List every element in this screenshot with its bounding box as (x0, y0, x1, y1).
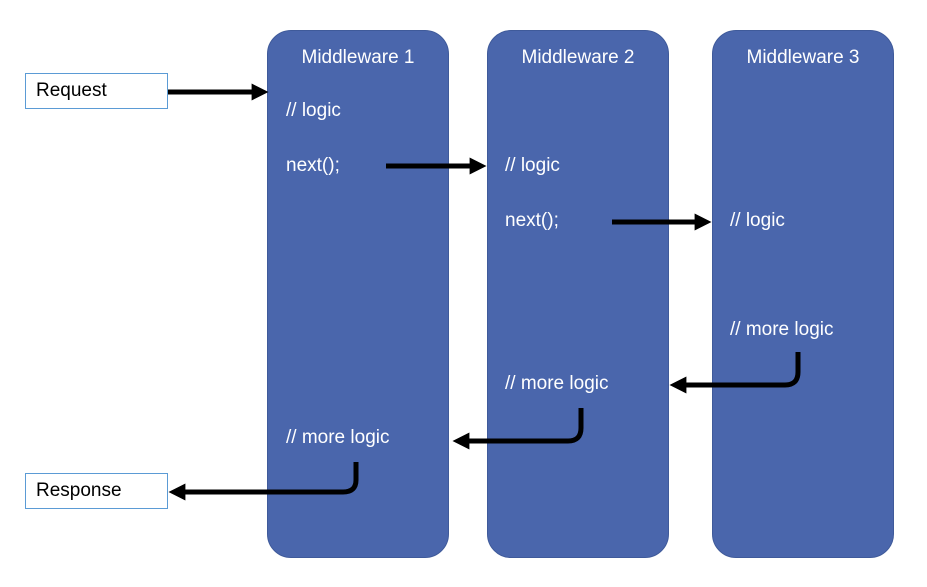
middleware-3-logic: // logic (730, 210, 785, 231)
middleware-2-next: next(); (505, 210, 559, 231)
middleware-1-logic: // logic (286, 100, 341, 121)
middleware-2-title: Middleware 2 (521, 47, 635, 68)
middleware-3-title: Middleware 3 (746, 47, 860, 68)
middleware-2-logic: // logic (505, 155, 560, 176)
middleware-3-more-logic: // more logic (730, 319, 834, 340)
request-label: Request (36, 80, 107, 101)
middleware-1-more-logic: // more logic (286, 427, 390, 448)
response-box: Response (25, 473, 168, 509)
middleware-1-title: Middleware 1 (301, 47, 415, 68)
middleware-3-panel: Middleware 3 (712, 30, 894, 558)
response-label: Response (36, 480, 122, 501)
middleware-2-more-logic: // more logic (505, 373, 609, 394)
middleware-2-panel: Middleware 2 (487, 30, 669, 558)
request-box: Request (25, 73, 168, 109)
middleware-1-next: next(); (286, 155, 340, 176)
